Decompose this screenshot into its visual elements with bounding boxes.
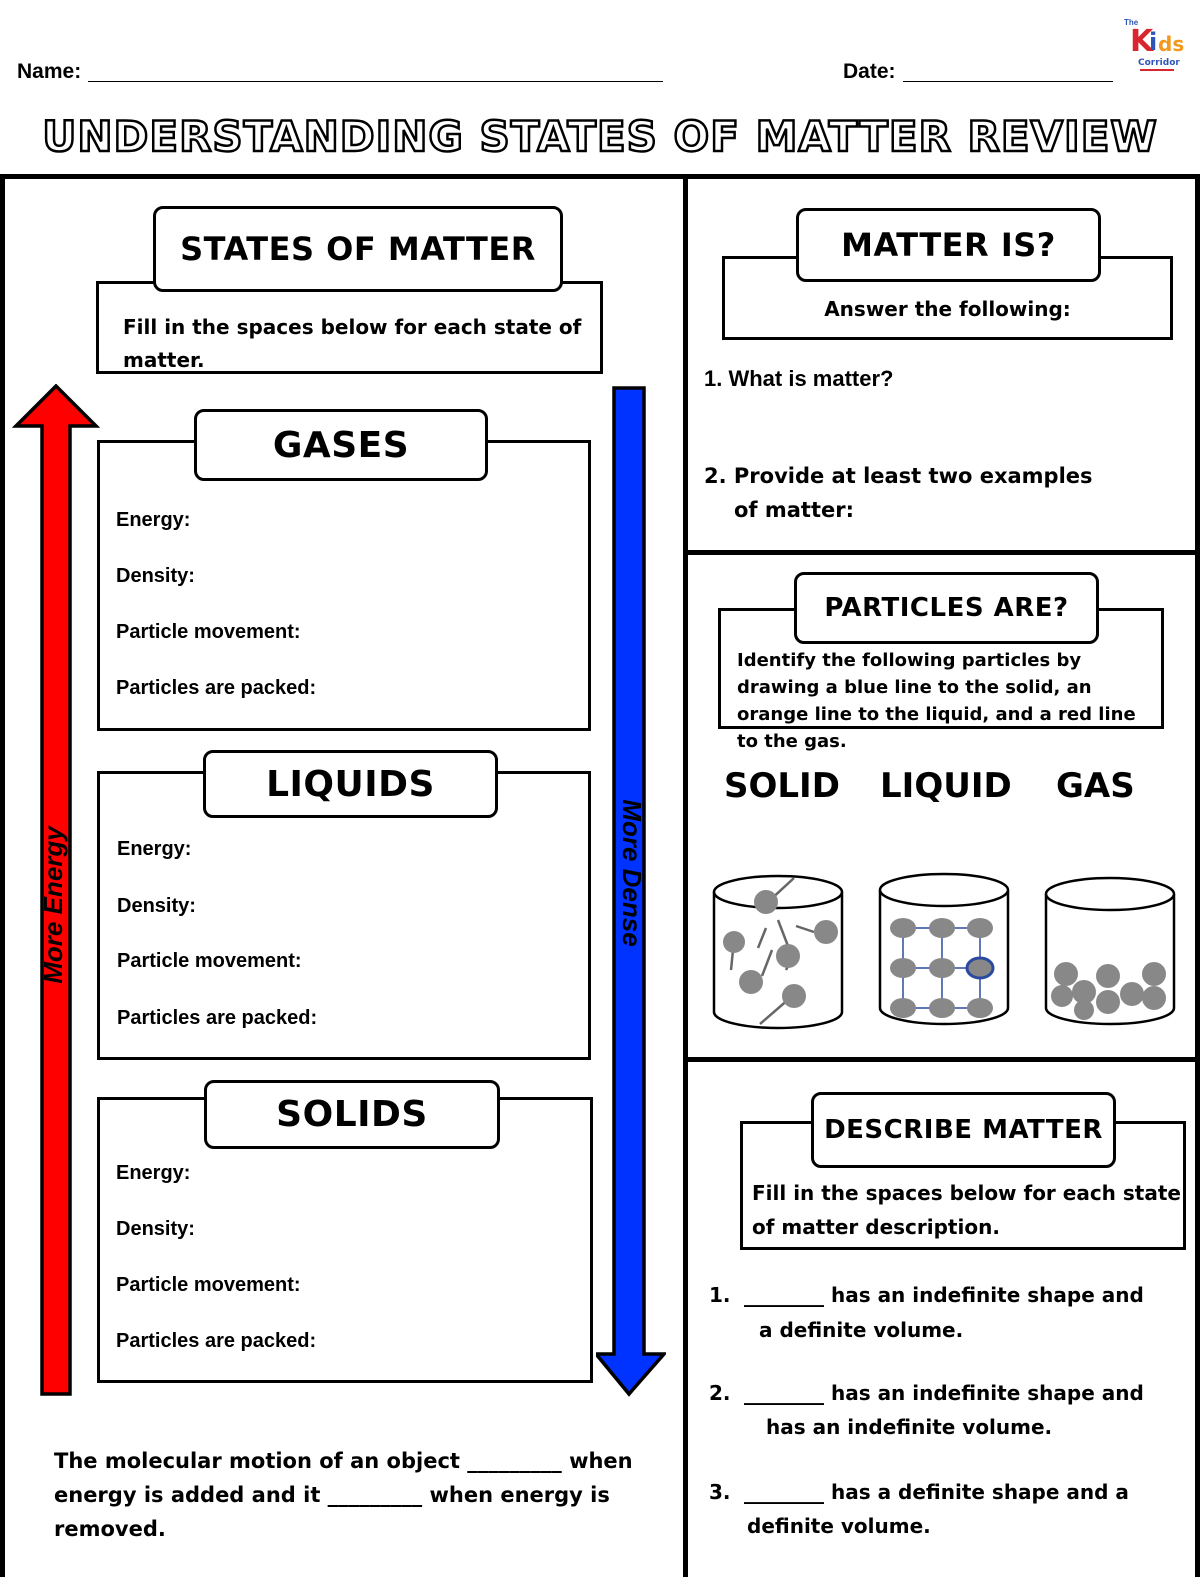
- liquids-movement-label: Particle movement:: [117, 950, 302, 972]
- states-instruction: Fill in the spaces below for each state …: [123, 315, 582, 372]
- liquid-label: LIQUID: [880, 766, 1012, 806]
- describe-matter-tab: DESCRIBE MATTER: [811, 1092, 1116, 1168]
- lattice-particles-cylinder: [878, 872, 1010, 1026]
- describe-item-3-number: 3.: [709, 1480, 731, 1504]
- particle-diagrams: [712, 872, 1176, 1030]
- solids-packed-label: Particles are packed:: [116, 1330, 317, 1352]
- molecular-motion-question: The molecular motion of an object ______…: [54, 1449, 633, 1541]
- describe-item-2-number: 2.: [709, 1381, 731, 1405]
- worksheet-frame: [0, 174, 1200, 1577]
- describe-item-2-line2: has an indefinite volume.: [766, 1415, 1053, 1439]
- describe-item-2-line1: ________ has an indefinite shape and: [744, 1381, 1144, 1405]
- states-of-matter-tab: STATES OF MATTER: [153, 206, 563, 292]
- more-energy-arrow: [12, 384, 100, 1396]
- kids-corridor-logo: The K i ds Corridor: [1124, 18, 1184, 76]
- question-examples-line2: of matter:: [734, 498, 855, 522]
- gases-energy-label: Energy:: [116, 509, 191, 531]
- more-dense-label: More Dense: [617, 799, 647, 947]
- particles-instruction: Identify the following particles by draw…: [737, 650, 1136, 752]
- gases-tab: GASES: [194, 409, 488, 481]
- solids-energy-label: Energy:: [116, 1162, 191, 1184]
- gases-movement-label: Particle movement:: [116, 621, 301, 643]
- date-label: Date:: [843, 60, 896, 83]
- describe-item-1-line1: ________ has an indefinite shape and: [744, 1283, 1144, 1307]
- question-what-is-matter: 1. What is matter?: [704, 366, 894, 391]
- name-field[interactable]: [88, 81, 663, 82]
- solid-label: SOLID: [724, 766, 840, 806]
- name-label: Name:: [17, 60, 82, 83]
- matter-is-subtitle: Answer the following:: [824, 297, 1071, 321]
- section-divider: [683, 1057, 1200, 1062]
- describe-item-3-line1: ________ has a definite shape and a: [744, 1480, 1129, 1504]
- gases-packed-label: Particles are packed:: [116, 677, 317, 699]
- describe-item-1-line2: a definite volume.: [759, 1318, 964, 1342]
- solids-tab: SOLIDS: [204, 1080, 500, 1149]
- more-dense-arrow: [596, 386, 666, 1397]
- states-instruction-box: Fill in the spaces below for each state …: [96, 281, 603, 374]
- liquids-packed-label: Particles are packed:: [117, 1007, 318, 1029]
- page-title: UNDERSTANDING STATES OF MATTER REVIEW: [41, 111, 1158, 163]
- question-examples-line1: 2. Provide at least two examples: [704, 464, 1093, 488]
- describe-item-1-number: 1.: [709, 1283, 731, 1307]
- column-divider: [683, 174, 688, 1577]
- date-field[interactable]: [903, 81, 1113, 82]
- particles-are-tab: PARTICLES ARE?: [794, 572, 1099, 644]
- matter-is-tab: MATTER IS?: [796, 208, 1101, 282]
- solids-density-label: Density:: [116, 1218, 195, 1240]
- describe-instruction: Fill in the spaces below for each state …: [752, 1181, 1181, 1239]
- section-divider: [683, 550, 1200, 555]
- liquids-energy-label: Energy:: [117, 838, 192, 860]
- scattered-particles-cylinder: [712, 874, 844, 1030]
- packed-particles-cylinder: [1044, 876, 1176, 1026]
- solids-movement-label: Particle movement:: [116, 1274, 301, 1296]
- liquids-box: Energy: Density: Particle movement: Part…: [97, 771, 591, 1060]
- more-energy-label: More Energy: [38, 826, 68, 984]
- gas-label: GAS: [1056, 766, 1135, 806]
- liquids-tab: LIQUIDS: [203, 750, 498, 818]
- particles-box: Identify the following particles by draw…: [718, 608, 1164, 752]
- gases-density-label: Density:: [116, 565, 195, 587]
- gases-box: Energy: Density: Particle movement: Part…: [97, 440, 591, 731]
- liquids-density-label: Density:: [117, 895, 196, 917]
- describe-item-3-line2: definite volume.: [747, 1514, 931, 1538]
